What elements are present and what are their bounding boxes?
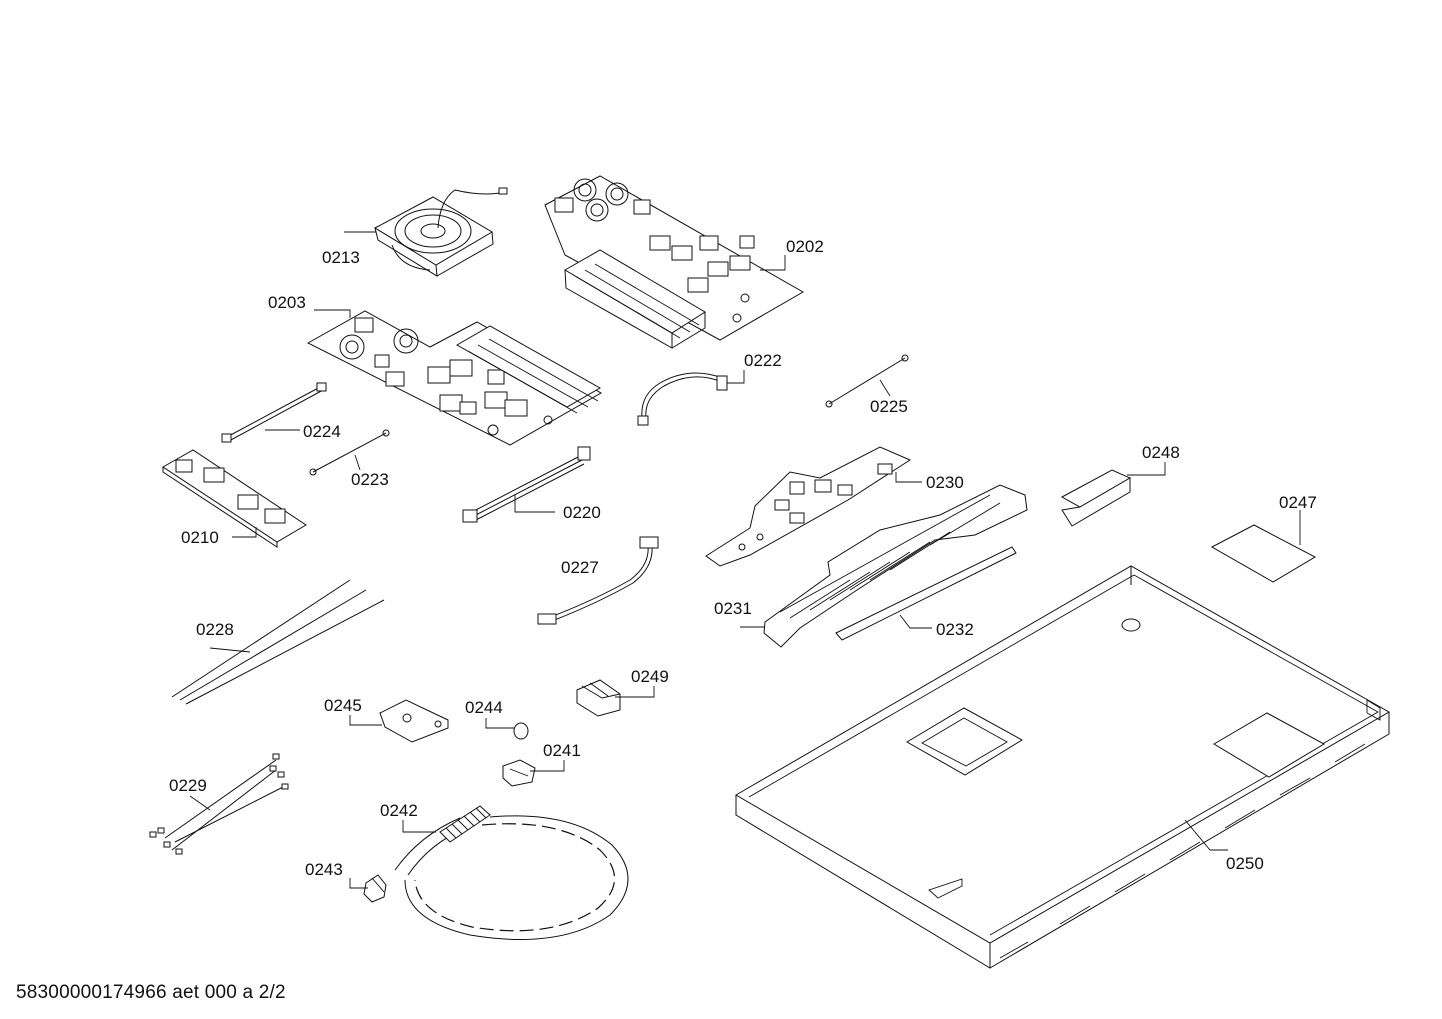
part-0210-board: [162, 449, 307, 548]
label-0242: 0242: [380, 801, 418, 820]
label-0248: 0248: [1142, 443, 1180, 462]
part-0245-bracket: [379, 699, 449, 743]
part-0248-bracket: [1060, 469, 1132, 527]
part-0202-power-board: [544, 175, 805, 349]
label-0230: 0230: [926, 473, 964, 492]
leader-0220: [514, 495, 555, 513]
part-0247-plate: [1210, 524, 1317, 583]
part-0230-control-board: [705, 446, 912, 567]
leader-0245: [349, 715, 382, 726]
label-0202: 0202: [786, 237, 824, 256]
part-0229-harness: [149, 753, 289, 855]
label-0220: 0220: [563, 503, 601, 522]
part-0227-cable: [537, 536, 659, 625]
part-0232-strip: [835, 546, 1017, 641]
part-0220-ribbon-cable: [462, 446, 591, 523]
leader-0244: [485, 718, 514, 729]
label-0227: 0227: [561, 558, 599, 577]
part-0225-wire: [825, 354, 909, 408]
leader-0223: [354, 454, 361, 471]
part-0241-clip: [502, 759, 536, 787]
part-0213-fan: [373, 187, 508, 277]
part-0223-wire: [309, 429, 390, 476]
label-0222: 0222: [744, 351, 782, 370]
label-0244: 0244: [465, 698, 503, 717]
leader-0202: [760, 255, 786, 271]
label-0213: 0213: [322, 248, 360, 267]
part-0249-clamp: [576, 679, 621, 717]
leader-0248: [1127, 462, 1166, 476]
leader-0210: [232, 527, 257, 538]
part-0203-main-board: [306, 310, 603, 446]
label-0232: 0232: [936, 620, 974, 639]
part-0231-frame: [763, 484, 1028, 648]
leader-0230: [895, 472, 922, 483]
leader-0241: [530, 760, 565, 772]
label-0241: 0241: [543, 741, 581, 760]
part-0243-grommet: [363, 874, 387, 903]
label-0223: 0223: [351, 470, 389, 489]
leader-0222: [727, 370, 745, 384]
leader-0243: [349, 878, 368, 889]
label-0210: 0210: [181, 528, 219, 547]
part-0224-strip: [221, 382, 327, 443]
leader-0225: [879, 379, 891, 397]
leader-0228: [209, 647, 251, 653]
part-0228-wires: [171, 579, 385, 705]
leader-0249: [615, 686, 655, 698]
document-id-footer: 58300000174966 aet 000 a 2/2: [16, 982, 286, 1003]
label-0203: 0203: [268, 293, 306, 312]
part-0244-cap: [513, 722, 529, 740]
label-0228: 0228: [196, 620, 234, 639]
label-0249: 0249: [631, 667, 669, 686]
leader-0203: [314, 309, 351, 318]
leader-0229: [189, 795, 211, 811]
label-0229: 0229: [169, 776, 207, 795]
leader-0242: [402, 820, 436, 833]
leader-0250: [1184, 819, 1228, 851]
label-0245: 0245: [324, 696, 362, 715]
part-0242-cord: [394, 805, 629, 940]
label-0231: 0231: [714, 599, 752, 618]
label-0247: 0247: [1279, 493, 1317, 512]
label-0225: 0225: [870, 397, 908, 416]
label-0243: 0243: [305, 860, 343, 879]
part-0250-housing: [735, 565, 1391, 969]
part-0222-cable: [637, 372, 728, 426]
label-0224: 0224: [303, 422, 341, 441]
label-0250: 0250: [1226, 854, 1264, 873]
leader-0232: [899, 614, 932, 629]
